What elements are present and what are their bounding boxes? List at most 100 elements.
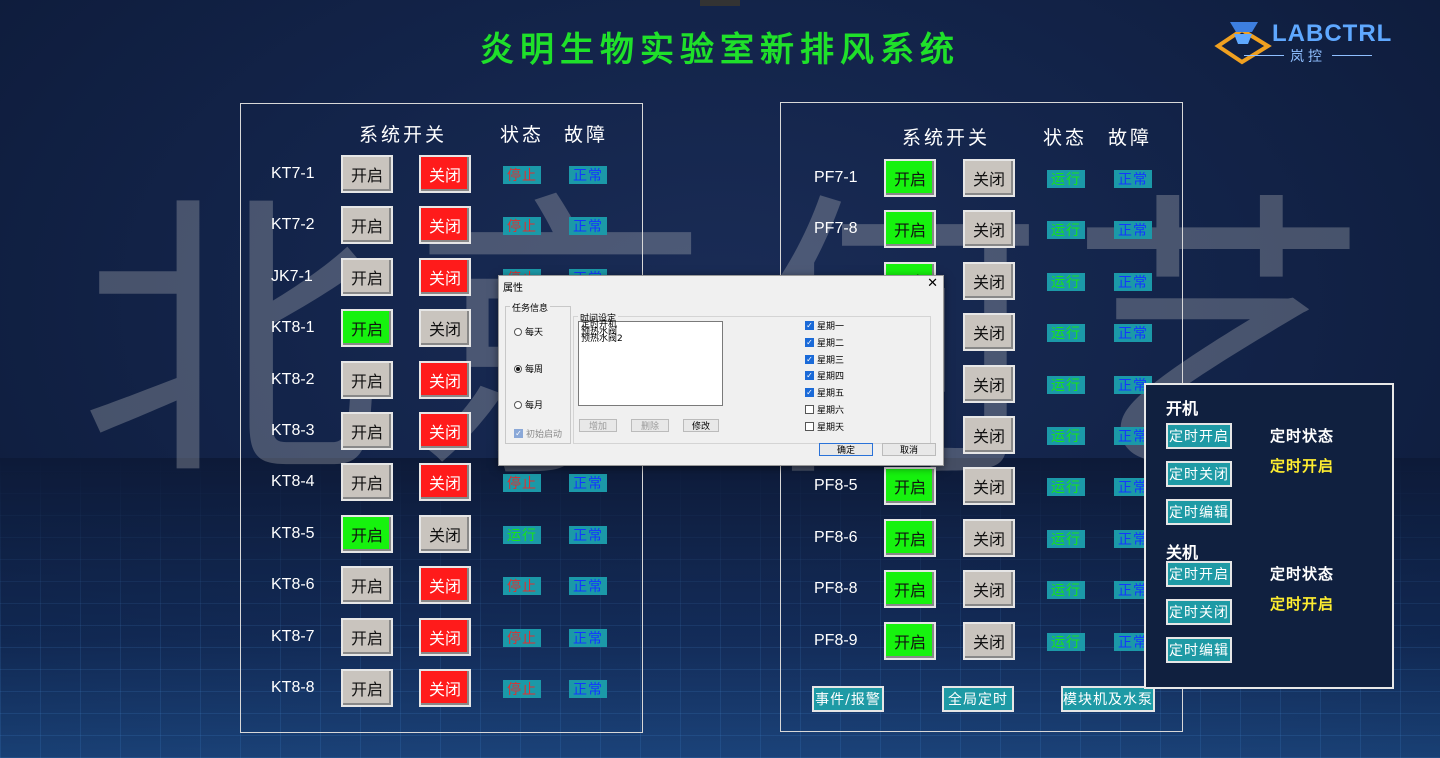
fault-badge: 正常 [569, 166, 607, 184]
device-name: KT7-1 [271, 165, 315, 182]
open-button[interactable]: 开启 [341, 617, 393, 656]
close-button[interactable]: 关闭 [419, 669, 471, 707]
open-button[interactable]: 开启 [884, 159, 936, 197]
device-name: KT8-3 [271, 422, 315, 439]
device-name: KT8-7 [271, 627, 315, 645]
open-button[interactable]: 开启 [341, 155, 393, 193]
status-badge: 停止 [503, 474, 541, 493]
device-name: PF7-8 [814, 220, 858, 238]
task-list[interactable]: 定时开机 预热水阀 预热水阀2 [578, 321, 723, 406]
radio-daily-label: 每天 [525, 328, 544, 338]
device-name: KT7-2 [271, 216, 315, 234]
modify-button[interactable]: 修改 [683, 419, 719, 432]
close-button[interactable]: 关闭 [419, 309, 471, 348]
init-start-checkbox[interactable]: ✓初始启动 [514, 427, 562, 440]
weekday-checkbox[interactable]: ✓星期五 [805, 386, 844, 399]
close-button[interactable]: 关闭 [963, 210, 1015, 249]
weekday-checkbox[interactable]: ✓星期三 [805, 353, 844, 366]
status-badge: 停止 [503, 628, 541, 647]
check-icon: ✓ [514, 429, 523, 438]
fault-badge: 正常 [1114, 375, 1152, 394]
open-button[interactable]: 开启 [341, 669, 393, 707]
open-button[interactable]: 开启 [341, 566, 393, 605]
close-button[interactable]: 关闭 [419, 412, 471, 450]
close-button[interactable]: 关闭 [419, 566, 471, 605]
close-button[interactable]: 关闭 [963, 621, 1015, 660]
close-button[interactable]: 关闭 [963, 570, 1015, 609]
open-button[interactable]: 开启 [884, 621, 936, 660]
power-off-label: 关机 [1166, 543, 1199, 562]
open-button[interactable]: 开启 [341, 257, 393, 296]
list-item[interactable]: 定时开机 [581, 320, 618, 330]
radio-weekly[interactable]: 每周 [514, 362, 543, 375]
close-button[interactable]: 关闭 [419, 257, 471, 296]
labctrl-logo: LABCTRL 岚控 [1212, 16, 1432, 70]
close-button[interactable]: 关闭 [963, 467, 1015, 506]
open-button[interactable]: 开启 [341, 206, 393, 245]
open-button[interactable]: 开启 [341, 309, 393, 348]
list-item[interactable]: 预热水阀2 [581, 334, 623, 344]
device-name: KT8-1 [271, 319, 315, 337]
open-button[interactable]: 开启 [341, 360, 393, 399]
open-button[interactable]: 开启 [884, 518, 936, 557]
check-icon: ✓ [805, 388, 814, 398]
on-timed-open-button[interactable]: 定时开启 [1166, 423, 1232, 449]
device-name: KT8-4 [271, 473, 315, 491]
cancel-button[interactable]: 取消 [882, 443, 936, 456]
close-button[interactable]: 关闭 [419, 206, 471, 245]
close-button[interactable]: 关闭 [419, 617, 471, 656]
ok-button[interactable]: 确定 [819, 443, 873, 456]
close-icon[interactable]: ✕ [927, 276, 938, 291]
events-alarm-button[interactable]: 事件/报警 [812, 686, 884, 712]
on-timer-state-label: 定时状态 [1270, 427, 1335, 445]
weekday-checkbox[interactable]: ✓星期一 [805, 319, 844, 332]
close-button[interactable]: 关闭 [419, 463, 471, 502]
device-name: KT8-5 [271, 524, 315, 542]
close-button[interactable]: 关闭 [419, 155, 471, 193]
open-button[interactable]: 开启 [341, 514, 393, 553]
close-button[interactable]: 关闭 [963, 261, 1015, 300]
open-button[interactable]: 开启 [884, 467, 936, 506]
weekday-checkbox[interactable]: 星期六 [805, 403, 844, 416]
close-button[interactable]: 关闭 [963, 518, 1015, 557]
status-badge: 运行 [1047, 427, 1085, 445]
open-button[interactable]: 开启 [341, 412, 393, 450]
add-button[interactable]: 增加 [579, 419, 617, 432]
status-header: 状态 [1043, 127, 1088, 149]
weekday-label: 星期六 [817, 406, 845, 416]
status-badge: 运行 [1047, 581, 1085, 600]
close-button[interactable]: 关闭 [419, 514, 471, 553]
open-button[interactable]: 开启 [341, 463, 393, 502]
open-button[interactable]: 开启 [884, 210, 936, 249]
status-badge: 运行 [1047, 170, 1085, 188]
off-timed-close-button[interactable]: 定时关闭 [1166, 599, 1232, 625]
close-button[interactable]: 关闭 [963, 313, 1015, 352]
fault-badge: 正常 [1114, 324, 1152, 343]
close-button[interactable]: 关闭 [419, 360, 471, 399]
open-button[interactable]: 开启 [884, 570, 936, 609]
weekday-label: 星期三 [817, 355, 845, 366]
check-icon: ✓ [805, 371, 814, 381]
off-timed-open-button[interactable]: 定时开启 [1166, 561, 1232, 587]
off-timed-edit-button[interactable]: 定时编辑 [1166, 637, 1232, 663]
device-name: JK7-1 [271, 267, 313, 285]
on-timed-edit-button[interactable]: 定时编辑 [1166, 499, 1232, 525]
weekday-checkbox[interactable]: ✓星期四 [805, 369, 844, 382]
logo-icon [1214, 22, 1272, 65]
radio-monthly[interactable]: 每月 [514, 398, 543, 411]
radio-daily[interactable]: 每天 [514, 325, 543, 338]
delete-button[interactable]: 删除 [631, 419, 669, 432]
on-timed-close-button[interactable]: 定时关闭 [1166, 461, 1232, 487]
fault-badge: 正常 [569, 525, 607, 544]
weekday-checkbox[interactable]: ✓星期二 [805, 336, 844, 349]
close-button[interactable]: 关闭 [963, 364, 1015, 403]
close-button[interactable]: 关闭 [963, 159, 1015, 197]
global-timer-button[interactable]: 全局定时 [942, 686, 1014, 712]
weekday-label: 星期五 [817, 389, 845, 400]
close-button[interactable]: 关闭 [963, 416, 1015, 454]
weekday-checkbox[interactable]: 星期天 [805, 420, 844, 433]
fault-badge: 正常 [1114, 170, 1152, 188]
module-pump-button[interactable]: 模块机及水泵 [1061, 686, 1155, 712]
list-item[interactable]: 预热水阀 [581, 327, 618, 337]
fault-badge: 正常 [1114, 427, 1152, 445]
